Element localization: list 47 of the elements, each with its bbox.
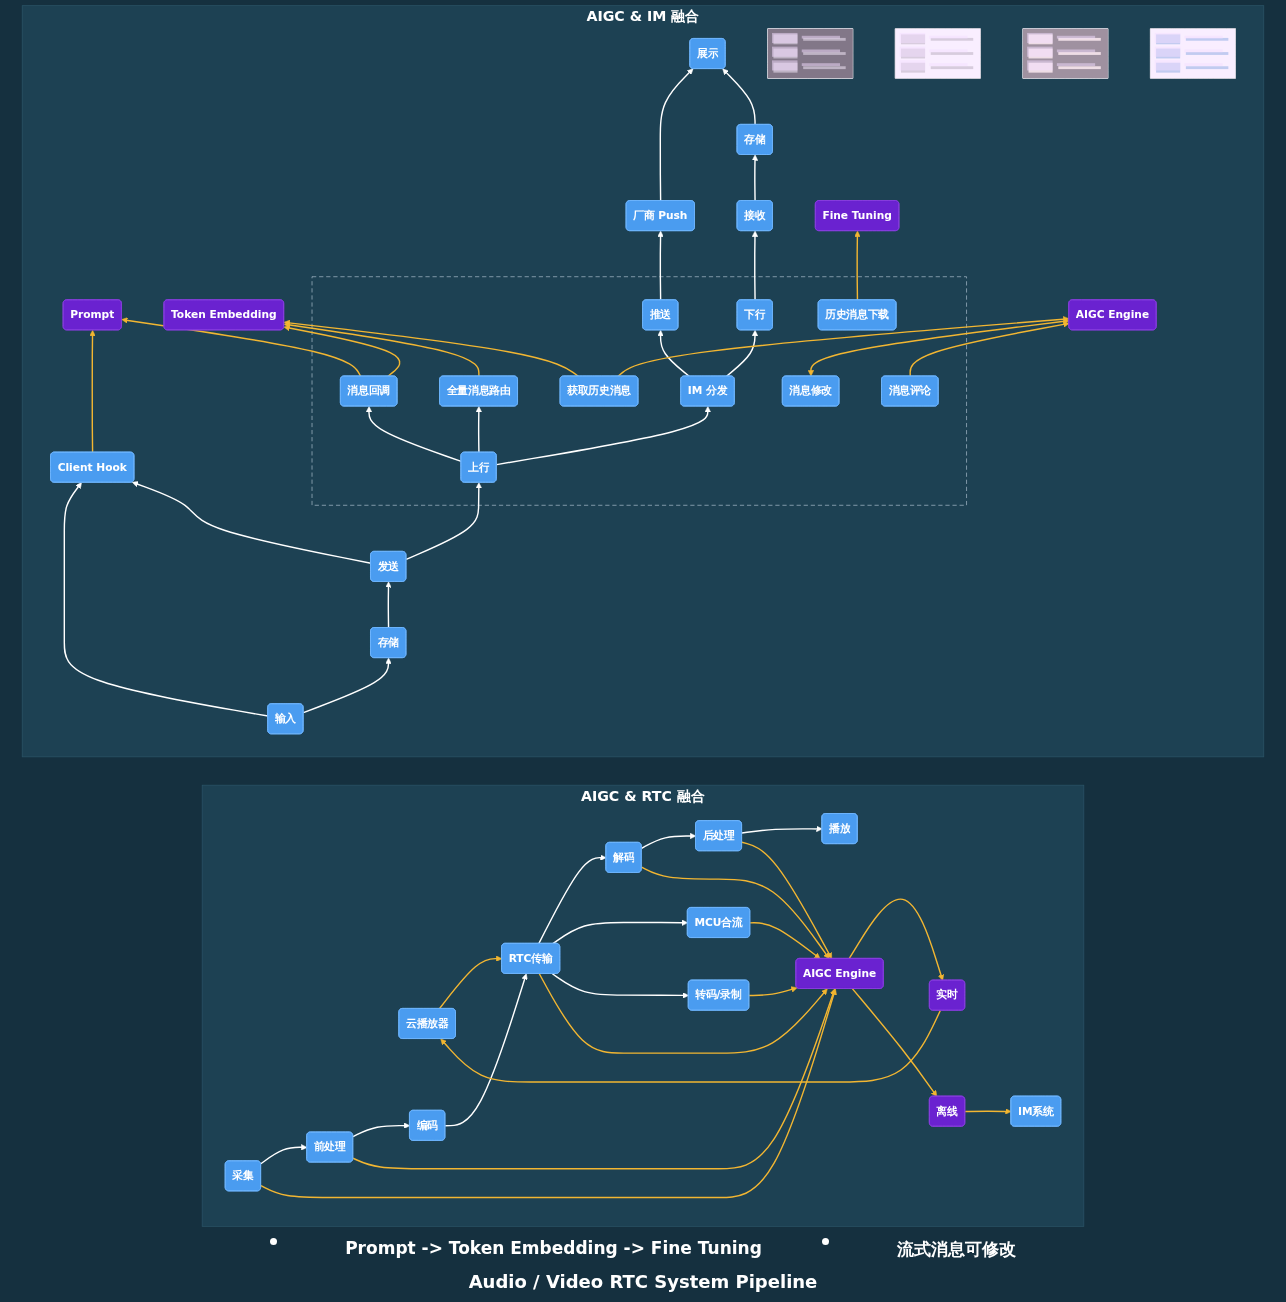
arrow bbox=[352, 1122, 411, 1138]
arrow bbox=[440, 1009, 942, 1083]
arrow bbox=[538, 854, 607, 945]
arrow bbox=[851, 988, 938, 1097]
arrow bbox=[63, 482, 269, 717]
arrow bbox=[283, 321, 480, 377]
arrow bbox=[365, 406, 462, 463]
arrow bbox=[848, 898, 944, 981]
arrow bbox=[283, 319, 580, 377]
arrow bbox=[741, 825, 823, 834]
arrow bbox=[964, 1108, 1012, 1115]
arrow bbox=[552, 919, 688, 945]
arrow bbox=[475, 406, 482, 454]
arrow bbox=[260, 988, 837, 1199]
arrow bbox=[854, 230, 861, 301]
caption: Audio / Video RTC System Pipeline bbox=[468, 1270, 818, 1294]
arrow bbox=[807, 318, 1070, 377]
arrow bbox=[617, 316, 1070, 377]
arrow bbox=[352, 988, 836, 1170]
arrow bbox=[405, 482, 482, 560]
arrow bbox=[640, 866, 830, 959]
arrow bbox=[725, 329, 759, 377]
arrow bbox=[751, 154, 759, 202]
arrow bbox=[640, 832, 697, 849]
arrow bbox=[438, 955, 503, 1010]
arrow bbox=[89, 329, 96, 454]
arrow bbox=[657, 230, 664, 301]
arrow bbox=[657, 329, 690, 377]
arrow bbox=[741, 841, 833, 959]
arrow bbox=[385, 581, 392, 629]
arrow bbox=[748, 986, 798, 997]
bullet-note: 流式消息可修改 bbox=[896, 1238, 1016, 1261]
arrow bbox=[444, 973, 528, 1127]
arrow bbox=[909, 321, 1070, 377]
arrow bbox=[722, 68, 756, 126]
arrow bbox=[302, 657, 392, 714]
arrow bbox=[538, 973, 828, 1054]
arrow bbox=[751, 230, 759, 301]
arrow bbox=[132, 481, 372, 564]
arrow bbox=[260, 1144, 308, 1165]
arrow bbox=[495, 406, 711, 466]
bullet-note: Prompt -> Token Embedding -> Fine Tuning bbox=[345, 1238, 762, 1260]
arrow bbox=[551, 973, 689, 999]
arrow bbox=[749, 922, 821, 959]
arrow bbox=[659, 68, 694, 202]
cluster bbox=[311, 276, 967, 506]
arrow bbox=[283, 325, 401, 377]
